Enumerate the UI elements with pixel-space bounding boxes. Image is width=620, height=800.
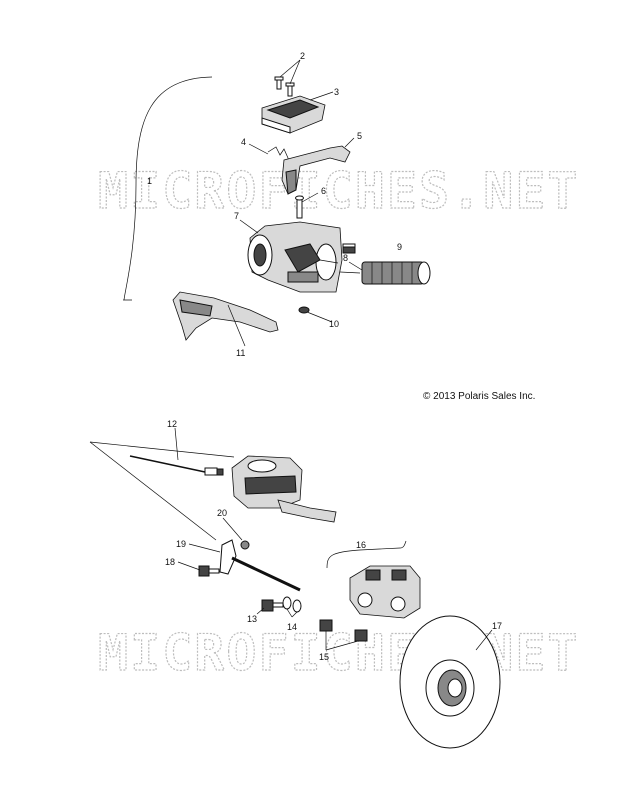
callout-6: 6 [321,186,326,196]
callout-7: 7 [234,211,239,221]
watermark-top: MICROFICHES.NET [98,162,580,220]
part-14-washers [282,596,302,613]
part-9-grip [361,261,431,285]
callout-18: 18 [165,557,175,567]
part-2-screws [274,76,295,97]
callout-2: 2 [300,51,305,61]
callout-16: 16 [356,540,366,550]
callout-10: 10 [329,319,339,329]
assembly-bracket [122,76,213,301]
callout-14: 14 [287,622,297,632]
callout-17: 17 [492,621,502,631]
bracket-16 [326,540,407,569]
callout-20: 20 [217,508,227,518]
callout-5: 5 [357,131,362,141]
part-19-bracket [219,539,237,575]
callouts: 1 2 3 4 5 6 7 8 9 10 11 12 13 14 15 16 1… [147,51,502,662]
leader-12-a [89,441,217,541]
part-5-lever-arm [281,145,351,195]
part-17-brake-disc [399,615,501,749]
part-3-cover [261,95,326,134]
part-20-washer [240,540,250,550]
part-18-bolt [198,565,220,577]
callout-4: 4 [241,137,246,147]
leader-12-b [89,441,235,458]
callout-13: 13 [247,614,257,624]
part-12-brake-line [129,455,224,476]
lower-master-cylinder [231,455,337,523]
part-10-washer [298,306,310,314]
callout-11: 11 [236,348,245,358]
callout-12: 12 [167,419,177,429]
part-16-caliper [349,565,421,619]
part-11-brake-lever [172,291,279,341]
part-8-switch [342,243,356,254]
callout-8: 8 [343,253,348,263]
copyright-notice: © 2013 Polaris Sales Inc. [423,391,535,402]
leader-lines [174,59,493,651]
callout-9: 9 [397,242,402,252]
part-13-bolt [261,599,284,612]
brake-hose [231,556,301,592]
part-7-master-cylinder [247,221,343,293]
part-6-pin [295,195,304,219]
callout-15: 15 [319,652,329,662]
callout-19: 19 [176,539,186,549]
callout-3: 3 [334,87,339,97]
watermark-bottom: MICROFICHES.NET [98,624,580,682]
callout-1: 1 [147,176,152,186]
